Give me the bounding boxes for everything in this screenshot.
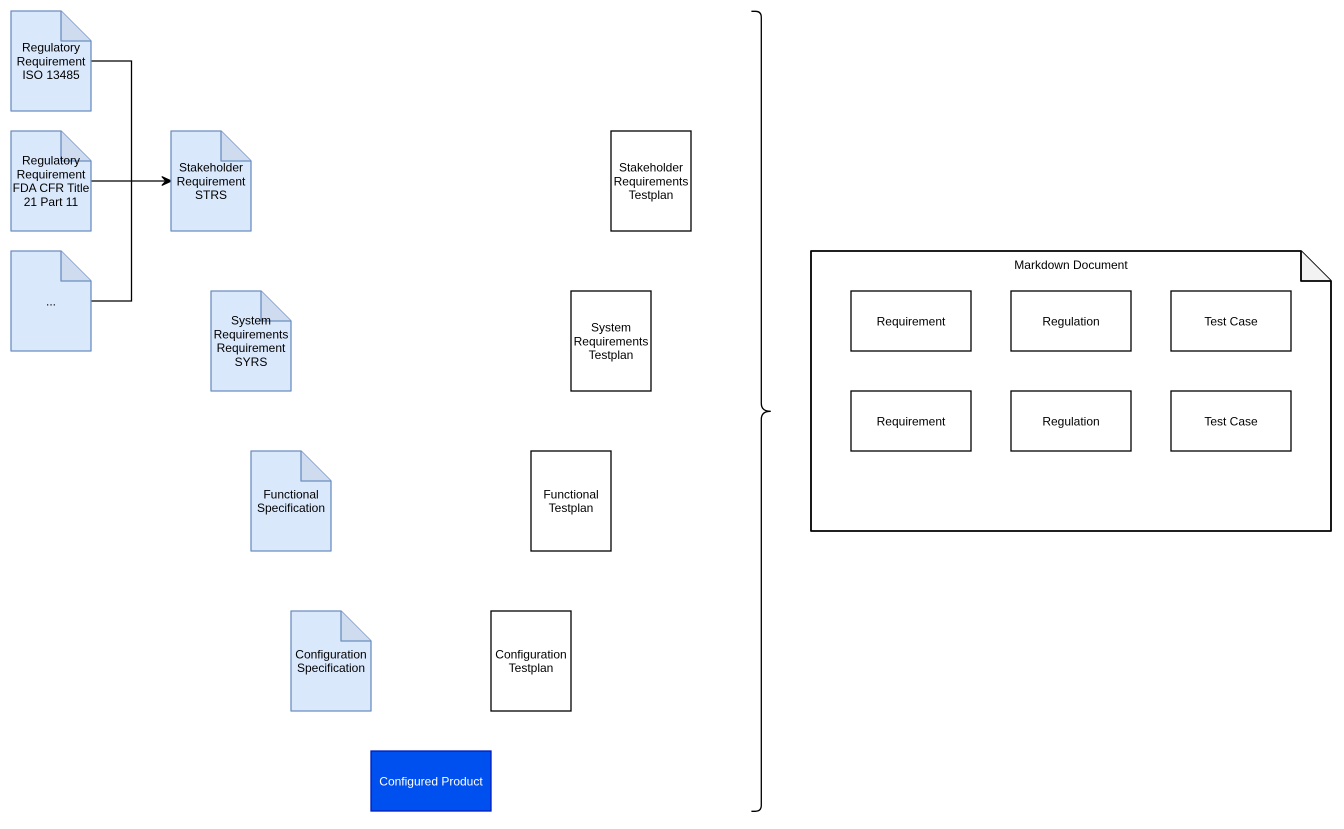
svg-text:System: System [591,321,631,335]
svg-text:Testplan: Testplan [509,661,554,675]
svg-text:Specification: Specification [297,661,365,675]
svg-text:Functional: Functional [263,487,318,501]
svg-text:Regulation: Regulation [1042,414,1099,428]
svg-text:Regulatory: Regulatory [22,41,80,55]
svg-text:21 Part 11: 21 Part 11 [24,195,79,209]
svg-text:Requirements: Requirements [574,334,649,348]
svg-text:Test Case: Test Case [1204,314,1258,328]
svg-text:Testplan: Testplan [589,348,634,362]
svg-text:Configuration: Configuration [495,647,566,661]
svg-text:Test Case: Test Case [1204,414,1258,428]
svg-text:Requirement: Requirement [217,341,286,355]
svg-text:Stakeholder: Stakeholder [619,161,683,175]
svg-text:STRS: STRS [195,188,227,202]
svg-text:Markdown Document: Markdown Document [1014,258,1128,272]
svg-text:Testplan: Testplan [549,501,594,515]
svg-text:Requirement: Requirement [17,54,86,68]
svg-text:Requirement: Requirement [177,174,246,188]
svg-text:Requirement: Requirement [17,167,86,181]
svg-text:Stakeholder: Stakeholder [179,161,243,175]
svg-text:Regulatory: Regulatory [22,154,80,168]
svg-text:System: System [231,314,271,328]
svg-text:Requirement: Requirement [877,314,946,328]
svg-text:Testplan: Testplan [629,188,674,202]
svg-text:FDA CFR Title: FDA CFR Title [13,181,90,195]
svg-text:Requirements: Requirements [214,327,289,341]
svg-text:Configured Product: Configured Product [379,774,483,788]
svg-text:ISO 13485: ISO 13485 [22,68,80,82]
svg-text:Regulation: Regulation [1042,314,1099,328]
svg-text:Requirements: Requirements [614,174,689,188]
svg-text:Specification: Specification [257,501,325,515]
svg-text:...: ... [46,294,56,308]
svg-text:Functional: Functional [543,487,598,501]
svg-text:Requirement: Requirement [877,414,946,428]
svg-text:Configuration: Configuration [295,647,366,661]
svg-text:SYRS: SYRS [235,355,268,369]
